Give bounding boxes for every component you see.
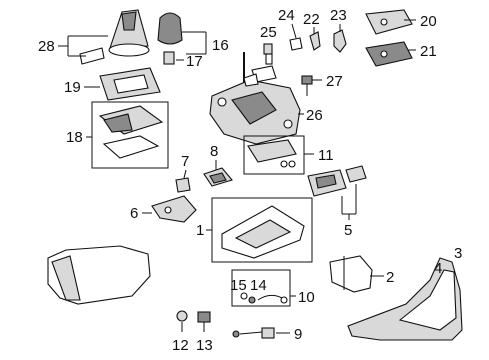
callout-10: 10: [290, 289, 315, 306]
callout-9: 9: [276, 326, 302, 343]
svg-text:4: 4: [434, 260, 442, 277]
callout-8: 8: [210, 143, 218, 170]
part-6-bracket: [151, 195, 197, 223]
callout-26: 26: [298, 107, 323, 124]
svg-text:16: 16: [212, 37, 229, 54]
part-18-indicator-panel: [98, 105, 164, 159]
part-16-shift-knob: [157, 12, 183, 65]
part-9-sensor-wire: [232, 327, 275, 339]
callout-14: 14: [250, 277, 267, 294]
part-18-box: [91, 101, 169, 169]
part-24-spacer: [289, 37, 303, 51]
part-12-bulb: [176, 310, 188, 332]
callout-25: 25: [260, 24, 277, 41]
callout-24: 24: [278, 7, 297, 39]
svg-text:3: 3: [454, 245, 462, 262]
svg-text:13: 13: [196, 337, 213, 354]
svg-text:8: 8: [210, 143, 218, 160]
part-26-shift-lever: [209, 52, 301, 145]
console-body: [47, 245, 151, 305]
svg-text:9: 9: [294, 326, 302, 343]
part-11-box: [243, 135, 305, 175]
callout-11: 11: [304, 147, 334, 164]
part-28-shift-boot: [79, 9, 150, 65]
svg-text:6: 6: [130, 205, 138, 222]
callout-4: 4: [434, 260, 442, 277]
svg-text:15: 15: [230, 277, 247, 294]
part-25-clip: [263, 43, 273, 65]
callout-18: 18: [66, 129, 92, 146]
callout-20: 20: [404, 13, 437, 30]
callout-3: 3: [454, 245, 462, 262]
part-1-mount-bracket: [221, 205, 305, 259]
part-3-4-side-panel: [347, 257, 463, 341]
part-22-bracket: [309, 31, 321, 51]
svg-text:14: 14: [250, 277, 267, 294]
svg-text:24: 24: [278, 7, 295, 24]
callout-6: 6: [130, 205, 152, 222]
part-19-bezel-gasket: [99, 67, 161, 101]
callout-19: 19: [64, 79, 100, 96]
callout-27: 27: [312, 73, 343, 90]
svg-text:18: 18: [66, 129, 83, 146]
svg-text:7: 7: [181, 153, 189, 170]
svg-text:26: 26: [306, 107, 323, 124]
callout-12: 12: [172, 337, 189, 354]
part-2-bracket: [329, 255, 373, 293]
callout-13: 13: [196, 337, 213, 354]
part-14-15-wire-harness: [240, 292, 288, 304]
svg-text:19: 19: [64, 79, 81, 96]
part-21-cover: [365, 41, 413, 67]
svg-text:28: 28: [38, 38, 55, 55]
svg-text:21: 21: [420, 43, 437, 60]
part-10-box: [231, 269, 291, 307]
part-8-indicator-lens: [203, 167, 233, 187]
part-11-harness: [247, 139, 297, 168]
svg-text:25: 25: [260, 24, 277, 41]
part-23-bracket: [333, 29, 347, 53]
svg-text:5: 5: [344, 222, 352, 239]
svg-text:17: 17: [186, 53, 203, 70]
callout-23: 23: [330, 7, 347, 32]
callout-7: 7: [181, 153, 189, 179]
part-27-screw: [301, 75, 313, 96]
part-7-clip: [175, 177, 191, 193]
part-5-solenoid: [307, 165, 367, 197]
callout-22: 22: [303, 11, 320, 34]
svg-text:1: 1: [196, 222, 204, 239]
callout-15: 15: [230, 277, 247, 294]
svg-text:20: 20: [420, 13, 437, 30]
callout-5: 5: [341, 184, 357, 239]
svg-text:10: 10: [298, 289, 315, 306]
callout-28: 28: [38, 35, 108, 57]
svg-text:2: 2: [386, 269, 394, 286]
svg-text:27: 27: [326, 73, 343, 90]
callout-17: 17: [176, 53, 203, 70]
svg-text:11: 11: [318, 147, 334, 164]
svg-text:23: 23: [330, 7, 347, 24]
part-13-socket: [197, 311, 211, 332]
part-20-cover: [365, 9, 413, 35]
svg-text:22: 22: [303, 11, 320, 28]
callout-16: 16: [182, 31, 229, 55]
callout-21: 21: [408, 43, 437, 60]
svg-text:12: 12: [172, 337, 189, 354]
callout-2: 2: [370, 269, 394, 286]
callout-1: 1: [196, 222, 212, 239]
